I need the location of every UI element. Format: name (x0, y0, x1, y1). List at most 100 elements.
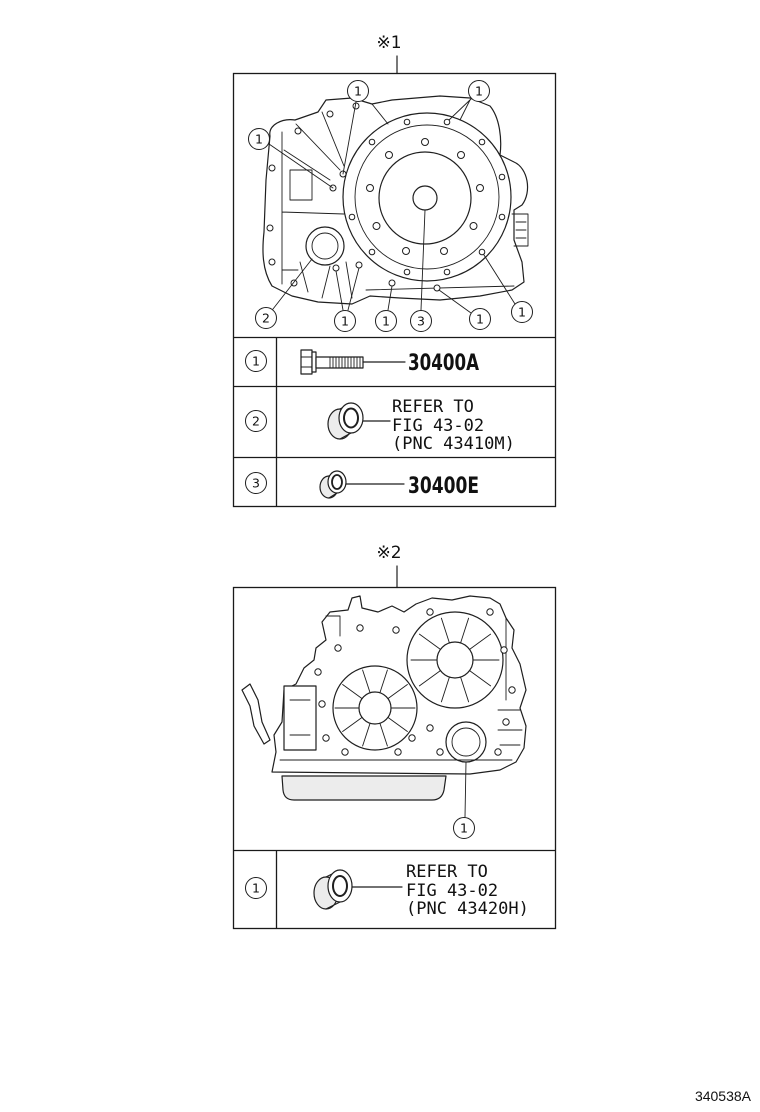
oil-seal-icon (319, 470, 347, 499)
callout-circle (375, 310, 397, 332)
bolt-hole (403, 268, 411, 276)
bolt-hole (436, 748, 444, 756)
bolt-hole (500, 646, 508, 654)
callouts: 1 1 1 2 1 (248, 80, 533, 332)
callout-number: 1 (354, 84, 362, 99)
bolt-hole (402, 247, 410, 255)
reference-text: FIG 43-02 (406, 881, 498, 901)
callout-number: 1 (475, 84, 483, 99)
gear-housing-right (406, 611, 504, 709)
bolt-hole (348, 213, 356, 221)
callout: 1 (334, 267, 360, 332)
parts-legend: 1 30400A 2 (233, 336, 556, 507)
callout-number: 1 (460, 821, 468, 836)
diagram-frame (232, 72, 557, 508)
bolt-hole (469, 222, 478, 230)
bolt-hole (486, 608, 494, 616)
bolt-hole (334, 644, 342, 652)
valve-body-bracket (511, 213, 529, 247)
callout: 3 (410, 209, 432, 332)
bellhousing-rim (342, 112, 512, 282)
callouts: 1 (453, 761, 475, 839)
solenoid-block-lines (289, 699, 311, 736)
differential-seal-inner (311, 232, 339, 260)
bolt-hole (388, 279, 396, 287)
bolt-hole (266, 224, 274, 232)
bolt-hole (494, 748, 502, 756)
callout-leader-line (272, 258, 313, 310)
housing-rib-lines (281, 99, 515, 299)
ref-number: 1 (252, 354, 260, 369)
bolt-hole (508, 686, 516, 694)
callout-leader-line (347, 267, 360, 311)
seal-front-edge (327, 470, 347, 494)
solenoid-block (283, 685, 317, 751)
callout: 1 (453, 761, 475, 839)
bolt-hole (426, 724, 434, 732)
legend-row: 2 REFER TO FIG 43-02 (PNC 43410M) (245, 397, 515, 454)
callout-circle (469, 308, 491, 330)
callout: 1 (438, 289, 491, 330)
housing-outline (262, 95, 529, 305)
ref-circle (245, 350, 267, 372)
callout: 1 (342, 80, 369, 175)
callout-circle (468, 80, 490, 102)
section-1: ※1 (232, 33, 557, 508)
bolt-hole (478, 248, 486, 256)
bolt-head-facets (300, 356, 313, 368)
bolt-hole (443, 118, 451, 126)
bolt-hole (502, 718, 510, 726)
callout-number: 1 (341, 314, 349, 329)
callout-leader-line (438, 289, 472, 314)
reference-text: REFER TO (392, 397, 474, 417)
section-marker: ※2 (376, 543, 401, 563)
gear-hub (436, 641, 474, 679)
transmission-side-illustration (241, 595, 527, 801)
bolt-hole (408, 734, 416, 742)
bolt-hole (426, 608, 434, 616)
housing-outline (271, 595, 527, 775)
housing-rib-lines (279, 615, 523, 761)
bolt-hole (322, 734, 330, 742)
seal-lip (331, 474, 343, 490)
callout-leader-line (483, 254, 516, 305)
reference-text: FIG 43-02 (392, 416, 484, 436)
callout-circle (453, 817, 475, 839)
bolt-holes (314, 608, 516, 756)
legend-row: 1 30400A (245, 349, 479, 376)
callout-circle (347, 80, 369, 102)
seal-lip (343, 407, 359, 429)
reference-text: (PNC 43410M) (392, 434, 515, 454)
callout-leader-line (268, 143, 334, 189)
callout-number: 1 (255, 132, 263, 147)
bolt-shank (315, 356, 364, 369)
callout-leader-line (335, 270, 344, 311)
ref-number: 1 (252, 881, 260, 896)
hub-disc (378, 151, 472, 245)
section-marker: ※1 (376, 33, 401, 53)
ref-circle (245, 877, 267, 899)
callout-circle (334, 310, 356, 332)
callout-number: 1 (476, 312, 484, 327)
section-2: ※2 (232, 543, 557, 930)
bolt-hole (394, 748, 402, 756)
center-bore (412, 185, 438, 211)
gear-housing-left (332, 665, 418, 751)
callout-number: 1 (382, 314, 390, 329)
differential-seal-bore (305, 226, 345, 266)
bolt-hole (478, 138, 486, 146)
bolt-threads (329, 356, 361, 369)
bolt-hole (366, 184, 374, 192)
bolt-hole (372, 222, 381, 230)
bolt-hole (498, 213, 506, 221)
figure-code: 340538A (695, 1088, 752, 1104)
bolt-hole (268, 258, 276, 266)
transmission-bellhousing-illustration (262, 95, 529, 305)
callout-number: 3 (417, 314, 425, 329)
bolt-hole (440, 247, 448, 255)
oil-seal-icon (313, 869, 353, 910)
ref-circle (245, 410, 267, 432)
bolt-hole (332, 264, 340, 272)
legend-row: 1 REFER TO FIG 43-02 (PNC 43420H) (245, 862, 529, 919)
